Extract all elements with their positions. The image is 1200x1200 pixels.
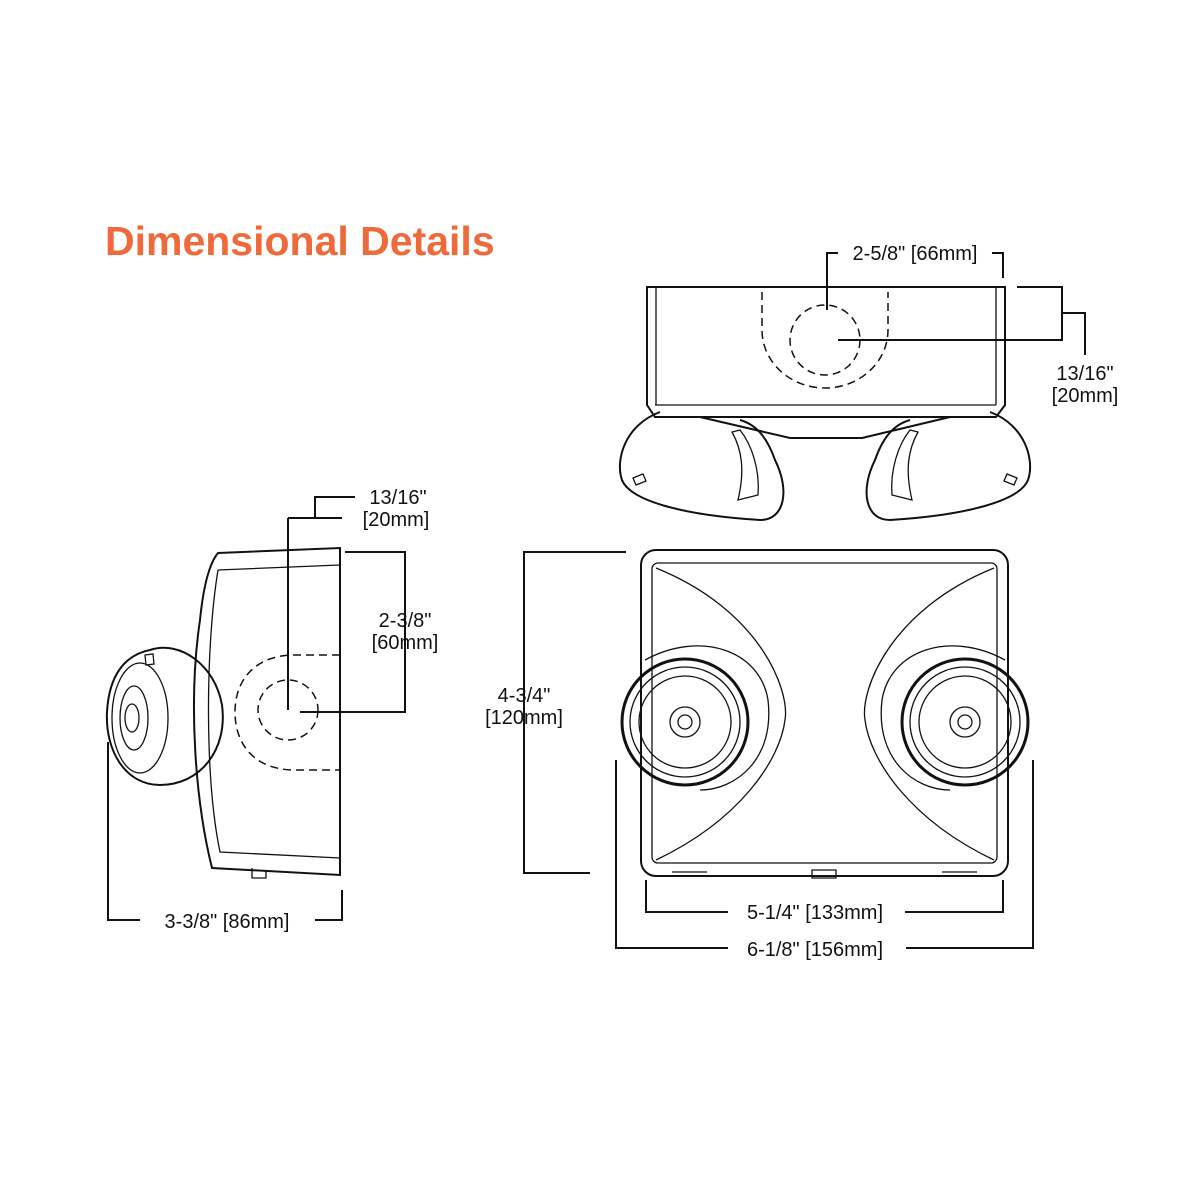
right-lamp-head (880, 645, 1030, 791)
side-offset-label-metric: [20mm] (363, 509, 430, 531)
page-title: Dimensional Details (105, 218, 495, 264)
front-height-label-metric: [120mm] (485, 707, 563, 729)
top-view (618, 252, 1086, 522)
side-height-label-metric: [60mm] (372, 632, 439, 654)
top-depth-label-metric: [20mm] (1052, 385, 1119, 407)
front-body-width-label: 5-1/4" [133mm] (747, 902, 883, 924)
top-depth-label-imperial: 13/16" (1056, 363, 1113, 385)
side-view (105, 496, 406, 921)
side-offset-label-imperial: 13/16" (369, 487, 426, 509)
side-depth-label: 3-3/8" [86mm] (165, 911, 290, 933)
side-height-label-imperial: 2-3/8" (379, 610, 432, 632)
top-width-label: 2-5/8" [66mm] (853, 243, 978, 265)
front-height-label-imperial: 4-3/4" (498, 685, 551, 707)
front-view (523, 549, 1034, 949)
left-lamp-head (620, 645, 770, 791)
front-overall-width-label: 6-1/8" [156mm] (747, 939, 883, 961)
